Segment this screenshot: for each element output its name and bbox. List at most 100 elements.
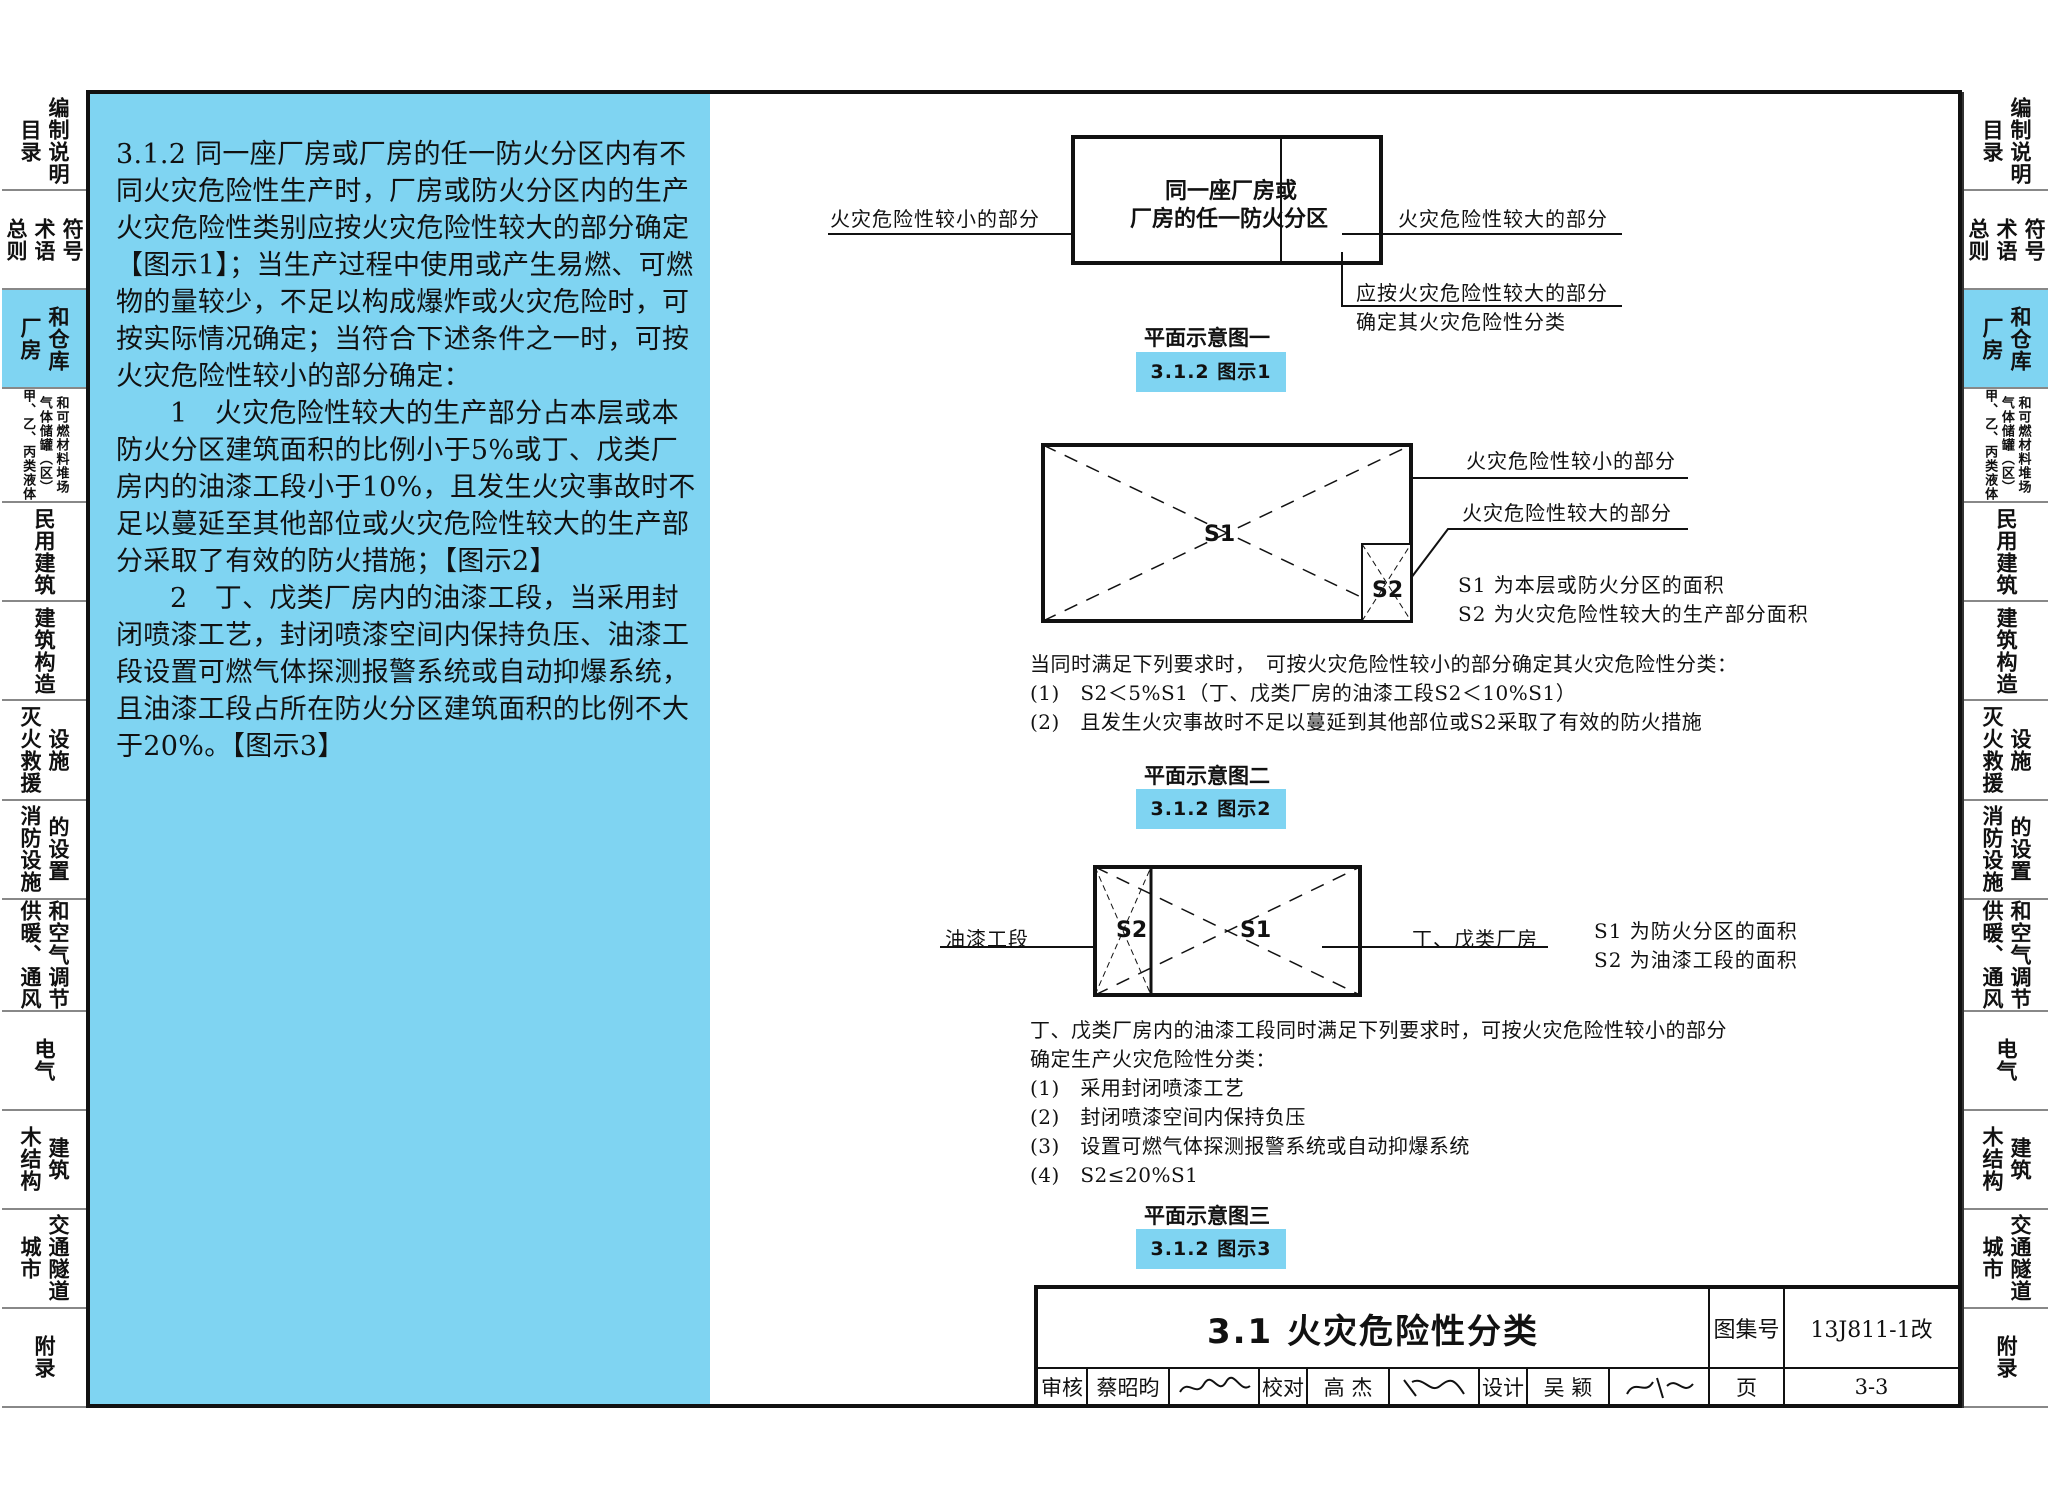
right-tab-9[interactable]: 电气	[1964, 1011, 2048, 1111]
fig2-cond1: (1) S2＜5%S1（丁、戊类厂房的油漆工段S2＜10%S1）	[1030, 681, 1577, 705]
fig3-intro1: 丁、戊类厂房内的油漆工段同时满足下列要求时，可按火灾危险性较小的部分	[1030, 1018, 1727, 1042]
right-tab-label: 气体储罐（区）	[1998, 396, 2014, 495]
fig3-left-label: 油漆工段	[945, 927, 1029, 951]
fig3-cond1: (1) 采用封闭喷漆工艺	[1030, 1076, 1245, 1100]
left-tab-10[interactable]: 木结构建筑	[2, 1110, 86, 1210]
fig2-label-small: 火灾危险性较小的部分	[1466, 449, 1676, 473]
left-tab-label: 建筑	[46, 1137, 71, 1182]
title-block-col-divider-2	[1783, 1289, 1785, 1404]
left-tab-0[interactable]: 目录编制说明	[2, 92, 86, 192]
fig3-outer-box	[1093, 865, 1362, 997]
page-frame	[86, 90, 1962, 1408]
left-tab-label: 和可燃材料堆场	[53, 396, 69, 495]
page-number: 3-3	[1854, 1374, 1889, 1399]
designer-name: 吴 颖	[1543, 1375, 1593, 1400]
right-tab-11[interactable]: 城市交通隧道	[1964, 1209, 2048, 1309]
fig3-conditions: 丁、戊类厂房内的油漆工段同时满足下列要求时，可按火灾危险性较小的部分 确定生产火…	[1030, 1016, 1727, 1190]
fig3-tag: 3.1.2 图示3	[1136, 1229, 1286, 1269]
fig2-def2: S2 为火灾危险性较大的生产部分面积	[1458, 602, 1809, 626]
left-tab-label: 和空气调节	[46, 899, 71, 1010]
fig1-right-label: 火灾危险性较大的部分	[1398, 207, 1608, 231]
right-tab-label: 编制说明	[2008, 96, 2033, 185]
right-tab-label: 交通隧道	[2008, 1214, 2033, 1303]
sig-divider-d	[1306, 1367, 1308, 1404]
left-tab-6[interactable]: 灭火救援设施	[2, 701, 86, 801]
sig-divider-c	[1258, 1367, 1260, 1404]
right-tab-3[interactable]: 甲、乙、丙类液体气体储罐（区）和可燃材料堆场	[1964, 389, 2048, 504]
clause-text-panel: 3.1.2 同一座厂房或厂房的任一防火分区内有不同火灾危险性生产时，厂房或防火分…	[90, 94, 710, 1404]
left-tab-4[interactable]: 民用建筑	[2, 503, 86, 603]
sig-divider-b	[1168, 1367, 1170, 1404]
right-tab-12[interactable]: 附录	[1964, 1308, 2048, 1409]
right-tab-4[interactable]: 民用建筑	[1964, 503, 2048, 603]
fig1-box-line2: 厂房的任一防火分区	[1130, 207, 1329, 232]
right-tab-7[interactable]: 消防设施的设置	[1964, 800, 2048, 900]
fig1-note-leader	[1341, 252, 1622, 307]
sig-divider-g	[1526, 1367, 1528, 1404]
clause-paragraph-3: 2 丁、戊类厂房内的油漆工段，当采用封闭喷漆工艺，封闭喷漆空间内保持负压、油漆工…	[116, 583, 690, 762]
right-tab-label: 供暖、通风	[1980, 899, 2004, 1010]
fig1-left-label: 火灾危险性较小的部分	[830, 207, 1040, 231]
title-block-row-divider	[1038, 1367, 1958, 1369]
reviewer-signature	[1170, 1369, 1258, 1404]
left-tab-label: 甲、乙、丙类液体	[20, 389, 36, 502]
left-tab-11[interactable]: 城市交通隧道	[2, 1209, 86, 1309]
left-tab-label: 编制说明	[46, 96, 71, 185]
left-tab-5[interactable]: 建筑构造	[2, 602, 86, 702]
atlas-number: 13J811-1改	[1810, 1318, 1933, 1343]
right-tab-0[interactable]: 目录编制说明	[1964, 92, 2048, 192]
clause-paragraph-2: 1 火灾危险性较大的生产部分占本层或本防火分区建筑面积的比例小于5%或丁、戊类厂…	[116, 398, 696, 577]
fig2-s1-label: S1	[1204, 522, 1236, 547]
drawing-title: 3.1 火灾危险性分类	[1206, 1311, 1540, 1352]
right-tab-label: 设施	[2008, 728, 2033, 773]
right-tab-label: 建筑	[2008, 1137, 2033, 1182]
left-tab-label: 消防设施	[18, 805, 42, 894]
right-tab-5[interactable]: 建筑构造	[1964, 602, 2048, 702]
left-tab-label: 木结构	[18, 1126, 42, 1193]
right-tab-label: 和空气调节	[2008, 899, 2033, 1010]
right-tab-8[interactable]: 供暖、通风和空气调节	[1964, 899, 2048, 1012]
title-block-col-divider-1	[1708, 1289, 1710, 1404]
sig-divider-h	[1608, 1367, 1610, 1404]
fig2-outer-box	[1041, 443, 1413, 623]
left-tab-3[interactable]: 甲、乙、丙类液体气体储罐（区）和可燃材料堆场	[2, 389, 86, 504]
check-label: 校对	[1262, 1375, 1304, 1400]
left-tab-12[interactable]: 附录	[2, 1308, 86, 1409]
left-tab-9[interactable]: 电气	[2, 1011, 86, 1111]
fig3-cond2: (2) 封闭喷漆空间内保持负压	[1030, 1105, 1306, 1129]
fig3-s1-label: S1	[1240, 918, 1272, 943]
left-tab-label: 城市	[18, 1236, 42, 1281]
fig3-def1: S1 为防火分区的面积	[1594, 919, 1798, 943]
left-tab-label: 符号	[60, 217, 85, 262]
fig2-large-leader	[1410, 528, 1688, 579]
sig-divider-a	[1086, 1367, 1088, 1404]
fig2-cond2: (2) 且发生火灾事故时不足以蔓延到其他部位或S2采取了有效的防火措施	[1030, 710, 1703, 734]
fig3-s2-diag-b	[1094, 866, 1152, 996]
sig-divider-f	[1478, 1367, 1480, 1404]
right-tab-6[interactable]: 灭火救援设施	[1964, 701, 2048, 801]
left-tab-label: 气体储罐（区）	[36, 396, 52, 495]
left-tab-1[interactable]: 总则术语符号	[2, 191, 86, 291]
right-tab-label: 和仓库	[2008, 305, 2033, 372]
right-tab-10[interactable]: 木结构建筑	[1964, 1110, 2048, 1210]
design-label: 设计	[1482, 1375, 1524, 1400]
right-tab-label: 厂房	[1980, 316, 2004, 361]
left-tab-label: 和仓库	[46, 305, 71, 372]
left-tab-label: 目录	[18, 118, 42, 163]
right-tab-label: 民用建筑	[1994, 507, 2019, 596]
sig-divider-e	[1388, 1367, 1390, 1404]
right-tab-label: 甲、乙、丙类液体	[1982, 389, 1998, 502]
fig2-diag-b	[1042, 444, 1412, 622]
left-tab-8[interactable]: 供暖、通风和空气调节	[2, 899, 86, 1012]
fig2-conditions: 当同时满足下列要求时， 可按火灾危险性较小的部分确定其火灾危险性分类： (1) …	[1030, 650, 1738, 737]
right-tab-label: 电气	[1994, 1038, 2019, 1083]
left-tab-2[interactable]: 厂房和仓库	[2, 290, 86, 390]
right-tab-1[interactable]: 总则术语符号	[1964, 191, 2048, 291]
fig3-right-label: 丁、戊类厂房	[1412, 927, 1538, 951]
fig1-note-line1: 应按火灾危险性较大的部分	[1356, 281, 1608, 305]
fig3-s2-label: S2	[1116, 918, 1148, 943]
right-tab-2[interactable]: 厂房和仓库	[1964, 290, 2048, 390]
checker-name: 高 杰	[1323, 1375, 1373, 1400]
left-tab-7[interactable]: 消防设施的设置	[2, 800, 86, 900]
